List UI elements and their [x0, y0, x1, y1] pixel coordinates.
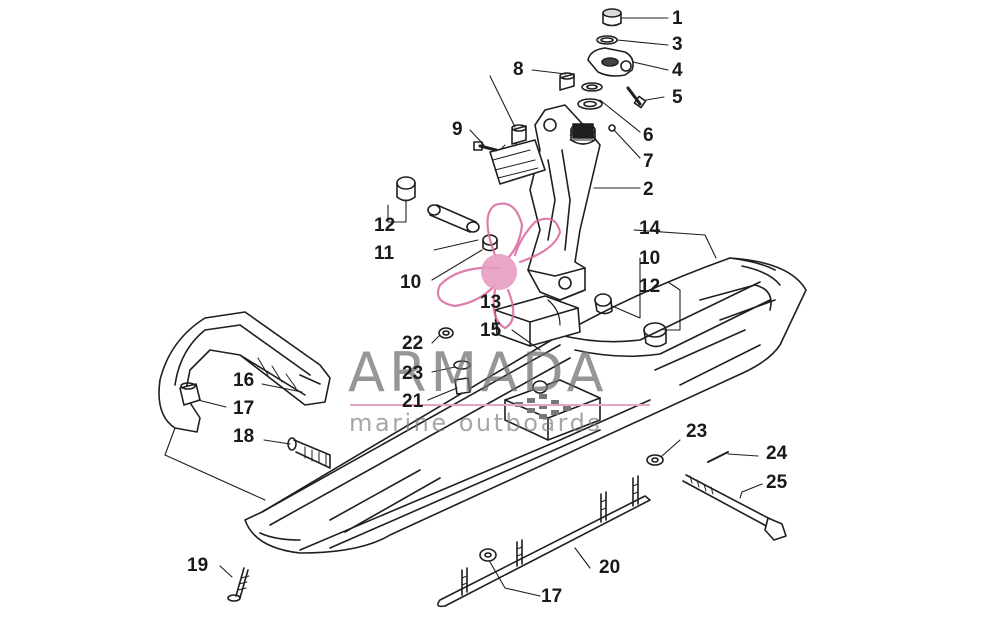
callout-10: 10 — [400, 272, 422, 293]
callout-18: 18 — [233, 426, 255, 447]
callout-22: 22 — [402, 333, 424, 354]
leader-lines — [164, 17, 763, 597]
fasteners — [227, 327, 787, 602]
cap-assembly — [473, 8, 647, 152]
watermark-brand: ARMADA — [348, 341, 608, 404]
callout-3: 3 — [672, 34, 683, 55]
callout-20: 20 — [599, 557, 621, 578]
callout-2: 2 — [643, 179, 654, 200]
callout-12-right: 12 — [639, 276, 661, 297]
spindle — [527, 104, 601, 301]
wear-bar — [437, 475, 651, 608]
callout-15: 15 — [480, 320, 502, 341]
watermark-logo — [436, 202, 562, 330]
callout-25: 25 — [766, 472, 788, 493]
callout-12: 12 — [374, 215, 396, 236]
callout-1: 1 — [672, 8, 683, 29]
callout-6: 6 — [643, 125, 654, 146]
callout-23-right: 23 — [686, 421, 708, 442]
callout-23: 23 — [402, 363, 424, 384]
callout-4: 4 — [672, 60, 683, 81]
callout-16: 16 — [233, 370, 255, 391]
callout-24: 24 — [766, 443, 788, 464]
callout-7: 7 — [643, 151, 654, 172]
callout-21: 21 — [402, 391, 424, 412]
callout-5: 5 — [672, 87, 683, 108]
watermark-divider — [350, 404, 650, 406]
callout-14: 14 — [639, 218, 661, 239]
callout-9: 9 — [452, 119, 463, 140]
watermark-tagline: marine outboards — [349, 409, 603, 437]
callout-17: 17 — [233, 398, 255, 419]
callout-17-bottom: 17 — [541, 586, 563, 607]
ski-loop — [158, 311, 331, 433]
shock-bracket — [489, 139, 546, 185]
callout-11: 11 — [374, 243, 395, 264]
callout-8: 8 — [513, 59, 524, 80]
callout-19: 19 — [187, 555, 209, 576]
callout-10-right: 10 — [639, 248, 661, 269]
callout-13: 13 — [480, 292, 502, 313]
